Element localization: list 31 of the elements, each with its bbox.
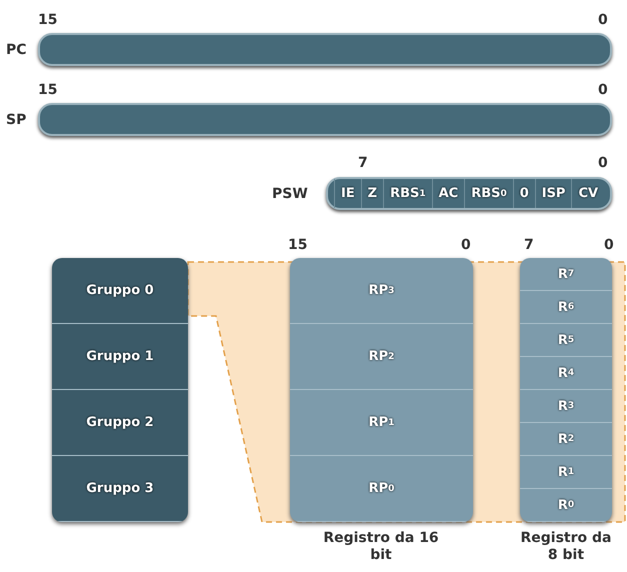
register-block bbox=[290, 258, 473, 522]
bit-number: 7 bbox=[524, 237, 534, 253]
bit-number: 7 bbox=[358, 155, 368, 171]
flag-cell: 0 bbox=[512, 179, 535, 208]
bit-number: 0 bbox=[598, 155, 608, 171]
register-bar bbox=[38, 103, 612, 136]
register-block bbox=[520, 258, 612, 522]
register-name: SP bbox=[6, 112, 26, 128]
flag-cell: CV bbox=[571, 179, 604, 208]
register-caption: Registro da 8 bit bbox=[520, 530, 612, 564]
bit-number: 0 bbox=[598, 12, 608, 28]
flag-cell: ISP bbox=[534, 179, 572, 208]
register-name: PSW bbox=[272, 186, 308, 202]
group-cell: Gruppo 3 bbox=[52, 456, 188, 522]
register-bar bbox=[326, 177, 612, 210]
register-name: PC bbox=[6, 42, 27, 58]
bit-number: 15 bbox=[38, 12, 58, 28]
bit-number: 0 bbox=[604, 237, 614, 253]
group-cell: Gruppo 1 bbox=[52, 324, 188, 390]
group-panel bbox=[52, 258, 188, 522]
bit-number: 15 bbox=[288, 237, 308, 253]
bit-number: 0 bbox=[598, 82, 608, 98]
bit-number: 0 bbox=[461, 237, 471, 253]
register-caption: Registro da 16 bit bbox=[322, 530, 440, 564]
bit-number: 15 bbox=[38, 82, 58, 98]
flag-cell: IE bbox=[334, 179, 361, 208]
group-cell: Gruppo 0 bbox=[52, 258, 188, 324]
group-cell: Gruppo 2 bbox=[52, 390, 188, 456]
flag-cell: AC bbox=[432, 179, 464, 208]
flag-cell: Z bbox=[360, 179, 384, 208]
register-bar bbox=[38, 33, 612, 66]
